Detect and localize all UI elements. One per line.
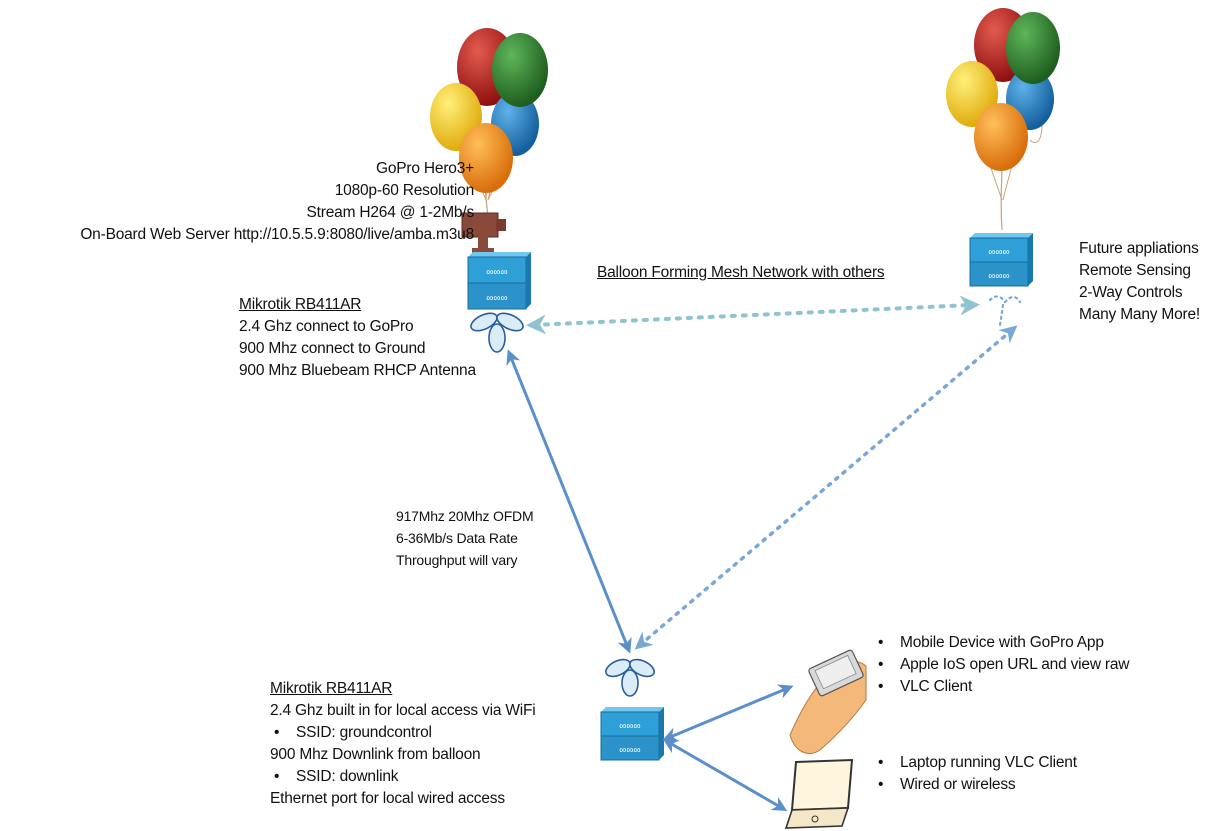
ground-ssid-item: SSID: groundcontrol bbox=[270, 722, 536, 744]
laptop-client-item: Laptop running VLC Client bbox=[874, 752, 1077, 774]
future-line: Future appliations bbox=[1079, 240, 1199, 257]
mobile-clients-block: Mobile Device with GoPro App Apple IoS o… bbox=[874, 632, 1130, 698]
mobile-device-hand-icon bbox=[789, 649, 867, 754]
link-spec-line: 6-36Mb/s Data Rate bbox=[396, 530, 518, 546]
laptop-client-item: Wired or wireless bbox=[874, 774, 1077, 796]
gopro-info-line: 1080p-60 Resolution bbox=[334, 182, 474, 199]
ground-router-line: 2.4 Ghz built in for local access via Wi… bbox=[270, 702, 536, 719]
gopro-info-block: GoPro Hero3+ 1080p-60 Resolution Stream … bbox=[80, 158, 474, 246]
svg-text:∞∞∞: ∞∞∞ bbox=[988, 271, 1009, 282]
router-icon-balloon: ∞∞∞ ∞∞∞ bbox=[467, 252, 531, 310]
router-icon-ground: ∞∞∞ ∞∞∞ bbox=[600, 707, 664, 761]
svg-text:∞∞∞: ∞∞∞ bbox=[619, 745, 640, 756]
ground-router-title: Mikrotik RB411AR bbox=[270, 680, 393, 697]
link-spec-line: Throughput will vary bbox=[396, 552, 518, 568]
mobile-clients-list: Mobile Device with GoPro App Apple IoS o… bbox=[874, 632, 1130, 698]
router-icon-remote-balloon: ∞∞∞ ∞∞∞ bbox=[969, 233, 1033, 287]
svg-text:∞∞∞: ∞∞∞ bbox=[486, 293, 507, 304]
ground-router-line: Ethernet port for local wired access bbox=[270, 790, 505, 807]
balloon-router-info-block: Mikrotik RB411AR 2.4 Ghz connect to GoPr… bbox=[239, 294, 476, 382]
svg-text:∞∞∞: ∞∞∞ bbox=[988, 247, 1009, 258]
ground-mobile-link-arrow bbox=[662, 684, 794, 742]
antenna-icon-remote bbox=[988, 295, 1022, 327]
mobile-client-item: Mobile Device with GoPro App bbox=[874, 632, 1129, 654]
balloon-orange bbox=[459, 123, 513, 193]
future-applications-block: Future appliations Remote Sensing 2-Way … bbox=[1079, 238, 1200, 326]
balloon-cluster-right bbox=[946, 8, 1060, 231]
balloon-green bbox=[1006, 12, 1060, 84]
balloon-router-line: 900 Mhz connect to Ground bbox=[239, 340, 426, 357]
balloon-ground-link-arrow bbox=[506, 349, 632, 654]
ground-laptop-link-arrow bbox=[662, 738, 788, 812]
gopro-info-line: Stream H264 @ 1-2Mb/s bbox=[306, 204, 475, 221]
gopro-camera-icon bbox=[461, 212, 506, 254]
svg-text:∞∞∞: ∞∞∞ bbox=[619, 721, 640, 732]
gopro-info-line: GoPro Hero3+ bbox=[376, 160, 474, 177]
link-spec-block: 917Mhz 20Mhz OFDM 6-36Mb/s Data Rate Thr… bbox=[396, 505, 534, 571]
balloon-cluster-left bbox=[430, 28, 548, 226]
gopro-info-line: On-Board Web Server http://10.5.5.9:8080… bbox=[80, 226, 474, 243]
mobile-client-item: Apple IoS open URL and view raw bbox=[874, 654, 1130, 676]
link-spec-line: 917Mhz 20Mhz OFDM bbox=[396, 508, 534, 524]
balloon-router-line: 2.4 Ghz connect to GoPro bbox=[239, 318, 414, 335]
balloon-orange bbox=[974, 103, 1028, 171]
remote-ground-link-arrow bbox=[634, 325, 1018, 650]
future-line: 2-Way Controls bbox=[1079, 284, 1183, 301]
mesh-network-label: Balloon Forming Mesh Network with others bbox=[597, 264, 885, 281]
ground-ssid-list: SSID: groundcontrol bbox=[270, 722, 536, 744]
laptop-clients-block: Laptop running VLC Client Wired or wirel… bbox=[874, 752, 1077, 796]
ground-router-info-block: Mikrotik RB411AR 2.4 Ghz built in for lo… bbox=[270, 678, 536, 810]
downlink-ssid-list: SSID: downlink bbox=[270, 766, 536, 788]
future-line: Remote Sensing bbox=[1079, 262, 1191, 279]
antenna-icon-balloon bbox=[470, 312, 524, 353]
svg-text:∞∞∞: ∞∞∞ bbox=[486, 267, 507, 278]
mobile-client-item: VLC Client bbox=[874, 676, 1129, 698]
ground-router-line: 900 Mhz Downlink from balloon bbox=[270, 746, 481, 763]
future-line: Many Many More! bbox=[1079, 306, 1201, 323]
balloon-green bbox=[492, 33, 548, 107]
downlink-ssid-item: SSID: downlink bbox=[270, 766, 536, 788]
laptop-clients-list: Laptop running VLC Client Wired or wirel… bbox=[874, 752, 1077, 796]
antenna-icon-ground bbox=[605, 658, 655, 697]
balloon-router-title: Mikrotik RB411AR bbox=[239, 296, 362, 313]
laptop-icon bbox=[784, 758, 854, 829]
mesh-link-arrow bbox=[526, 295, 980, 335]
balloon-router-line: 900 Mhz Bluebeam RHCP Antenna bbox=[239, 362, 476, 379]
